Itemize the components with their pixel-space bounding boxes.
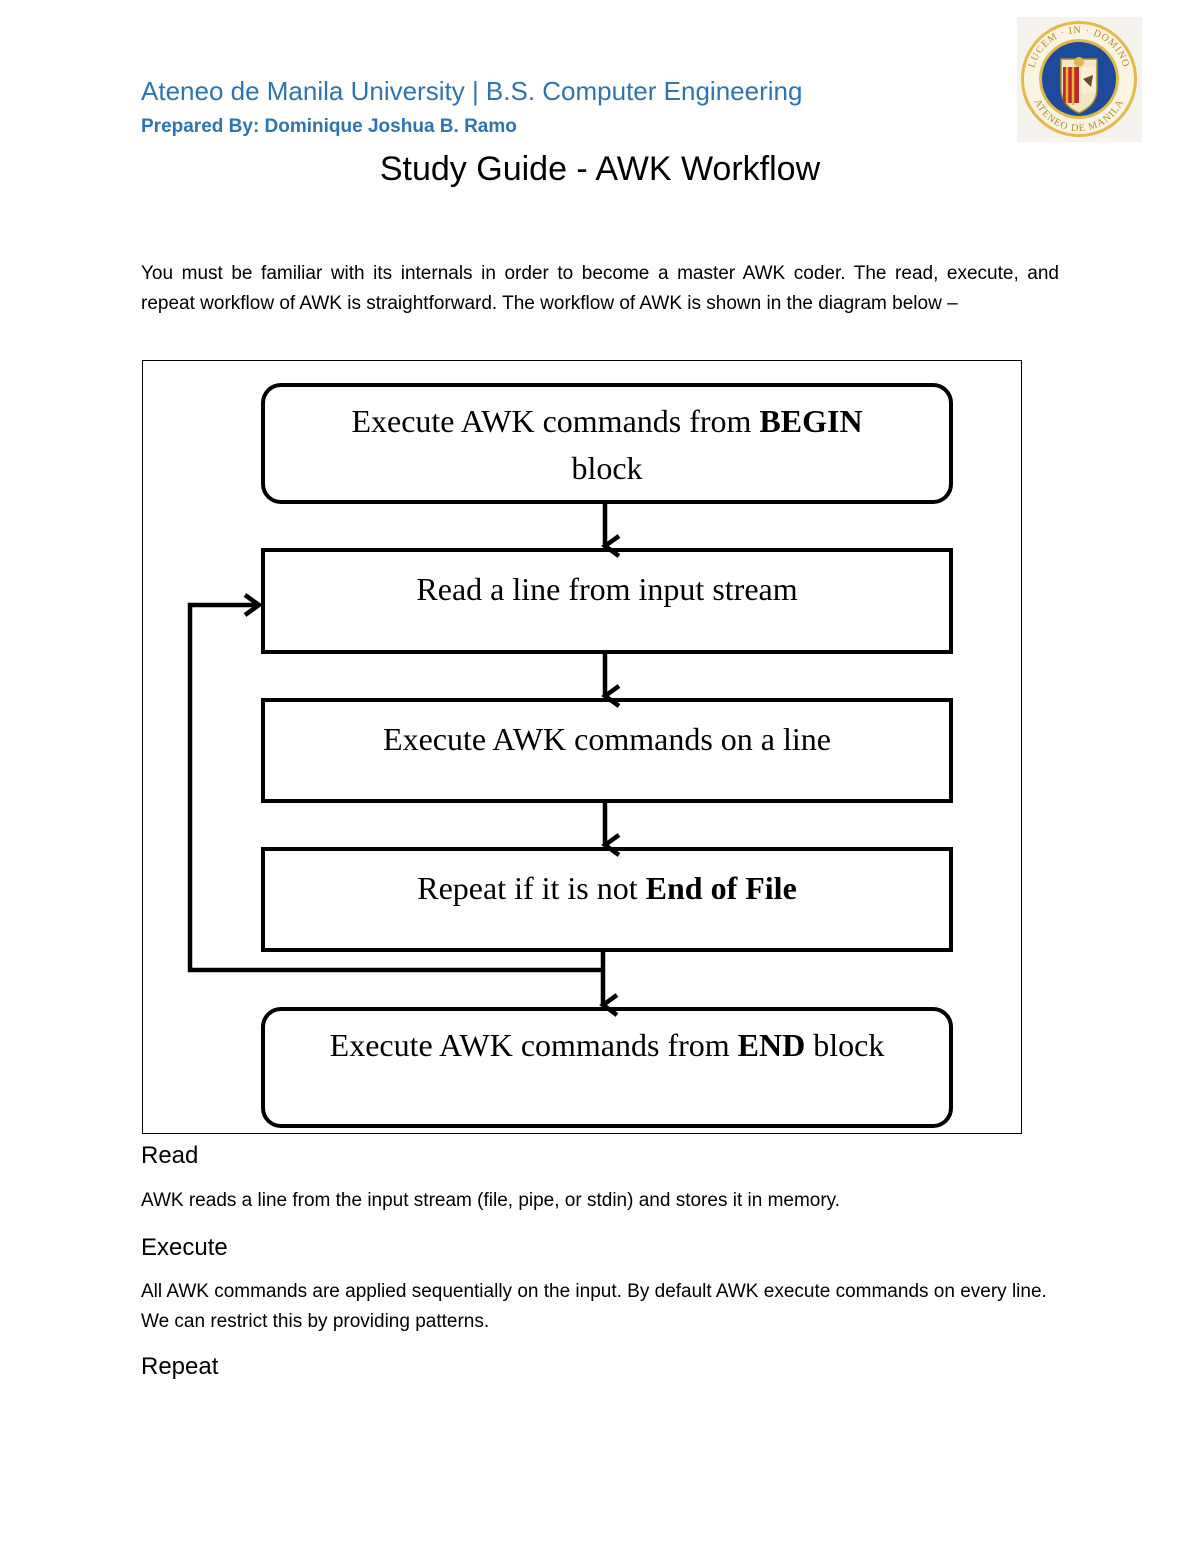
section-heading-execute: Execute <box>141 1234 228 1261</box>
read-line-node: Read a line from input stream <box>261 548 953 654</box>
begin-node-line2: block <box>571 450 642 486</box>
end-node-text: Execute AWK commands from <box>330 1027 738 1063</box>
section-body-execute: All AWK commands are applied sequentiall… <box>141 1281 1047 1332</box>
university-heading: Ateneo de Manila University | B.S. Compu… <box>141 76 803 106</box>
end-keyword: END <box>738 1027 806 1063</box>
svg-text:Execute AWK commands from BEGI: Execute AWK commands from BEGIN <box>351 403 862 439</box>
execute-line-node: Execute AWK commands on a line <box>261 698 953 803</box>
end-block-node: Execute AWK commands from END block <box>261 1007 953 1128</box>
section-heading-read: Read <box>141 1142 199 1169</box>
read-node-text: Read a line from input stream <box>416 571 797 607</box>
begin-node-line1: Execute AWK commands from <box>351 403 759 439</box>
ateneo-seal-icon: LUCEM · IN · DOMINO ATENEO DE MANILA <box>1017 17 1142 142</box>
svg-text:Execute AWK commands from END: Execute AWK commands from END block <box>330 1027 885 1063</box>
eof-keyword: End of File <box>646 870 797 906</box>
prepared-by-line: Prepared By: Dominique Joshua B. Ramo <box>141 116 517 137</box>
section-heading-repeat: Repeat <box>141 1353 219 1380</box>
section-body-read: AWK reads a line from the input stream (… <box>141 1190 841 1211</box>
repeat-check-node: Repeat if it is not End of File <box>261 847 953 952</box>
repeat-node-text: Repeat if it is not <box>417 870 645 906</box>
loop-back-arrow <box>187 593 603 973</box>
awk-workflow-diagram: Execute AWK commands from BEGIN block Re… <box>142 360 1022 1134</box>
begin-block-node: Execute AWK commands from BEGIN block <box>261 383 953 504</box>
execute-node-text: Execute AWK commands on a line <box>383 721 831 757</box>
begin-keyword: BEGIN <box>759 403 862 439</box>
end-node-suffix: block <box>805 1027 884 1063</box>
page-title: Study Guide - AWK Workflow <box>379 150 821 188</box>
intro-paragraph: You must be familiar with its internals … <box>141 263 1059 314</box>
svg-text:Repeat if it is not End of Fil: Repeat if it is not End of File <box>417 870 797 906</box>
